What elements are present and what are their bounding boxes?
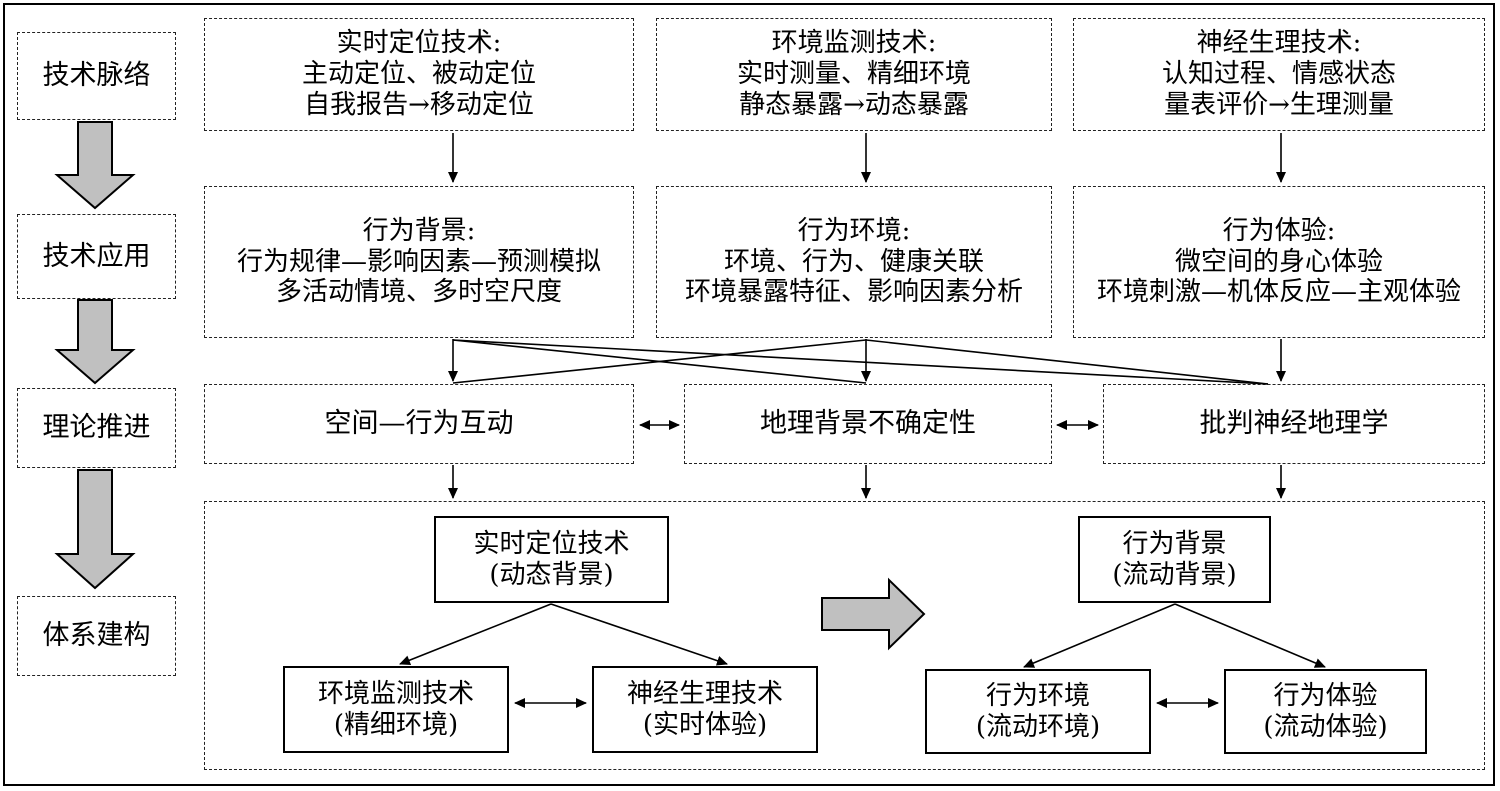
tech-box-positioning: 实时定位技术: 主动定位、被动定位 自我报告→移动定位 [204, 18, 634, 131]
inner-line: 行为背景 [1122, 528, 1227, 559]
tech-line: 量表评价→生理测量 [1164, 89, 1394, 120]
tech-line: 认知过程、情感状态 [1161, 59, 1396, 90]
crossing-line [452, 339, 1269, 385]
step-theory-advance: 理论推进 [17, 388, 176, 468]
application-box-behavior-context: 行为背景: 行为规律—影响因素—预测模拟 多活动情境、多时空尺度 [204, 186, 634, 338]
application-line: 微空间的身心体验 [1174, 246, 1383, 277]
system-left-bottom-right-box: 神经生理技术 (实时体验) [592, 666, 818, 753]
tech-title: 实时定位技术: [336, 28, 502, 59]
application-line: 行为规律—影响因素—预测模拟 [236, 246, 601, 277]
system-left-bottom-left-box: 环境监测技术 (精细环境) [283, 666, 509, 753]
inner-line: (流动体验) [1263, 711, 1388, 742]
theory-label: 地理背景不确定性 [760, 408, 976, 440]
system-left-top-box: 实时定位技术 (动态背景) [434, 516, 669, 603]
arrow-connector [399, 603, 552, 665]
step-label: 技术应用 [42, 240, 151, 272]
tech-line: 自我报告→移动定位 [304, 89, 534, 120]
tech-line: 主动定位、被动定位 [301, 59, 536, 90]
application-title: 行为环境: [797, 215, 911, 246]
arrow-connector [550, 603, 728, 666]
step-label: 技术脉络 [42, 60, 151, 92]
tech-title: 环境监测技术: [771, 28, 937, 59]
application-line: 环境暴露特征、影响因素分析 [684, 277, 1023, 308]
theory-box-geographic-uncertainty: 地理背景不确定性 [684, 384, 1052, 464]
inner-line: 行为环境 [985, 680, 1090, 711]
application-line: 环境、行为、健康关联 [723, 246, 984, 277]
system-construction-panel [204, 501, 1485, 770]
tech-box-neurophysiology: 神经生理技术: 认知过程、情感状态 量表评价→生理测量 [1073, 18, 1485, 131]
system-right-bottom-right-box: 行为体验 (流动体验) [1224, 669, 1427, 754]
application-title: 行为体验: [1222, 215, 1336, 246]
application-line: 环境刺激—机体反应—主观体验 [1096, 277, 1461, 308]
inner-line: (流动背景) [1112, 559, 1237, 590]
inner-line: (精细环境) [333, 709, 459, 740]
tech-box-environment-monitoring: 环境监测技术: 实时测量、精细环境 静态暴露→动态暴露 [656, 18, 1052, 131]
inner-line: 环境监测技术 [317, 678, 474, 709]
tech-line: 实时测量、精细环境 [736, 59, 971, 90]
inner-line: 实时定位技术 [473, 528, 630, 559]
arrow-connector [1023, 603, 1176, 668]
inner-line: (流动环境) [975, 711, 1101, 742]
step-label: 理论推进 [42, 412, 151, 444]
step-label: 体系建构 [42, 620, 151, 652]
inner-line: (动态背景) [489, 559, 614, 590]
inner-line: (实时体验) [642, 709, 768, 740]
step-system-construction: 体系建构 [17, 596, 176, 676]
step-tech-application: 技术应用 [17, 214, 176, 299]
inner-line: 神经生理技术 [626, 678, 783, 709]
down-block-arrow [54, 469, 136, 590]
application-box-behavior-environment: 行为环境: 环境、行为、健康关联 环境暴露特征、影响因素分析 [656, 186, 1052, 338]
application-box-behavior-experience: 行为体验: 微空间的身心体验 环境刺激—机体反应—主观体验 [1073, 186, 1485, 338]
application-line: 多活动情境、多时空尺度 [275, 277, 562, 308]
theory-box-space-behavior: 空间—行为互动 [204, 384, 634, 464]
inner-line: 行为体验 [1273, 680, 1378, 711]
down-block-arrow [54, 299, 136, 385]
theory-label: 空间—行为互动 [324, 408, 514, 440]
step-tech-context: 技术脉络 [17, 32, 176, 120]
system-right-top-box: 行为背景 (流动背景) [1078, 516, 1271, 603]
tech-line: 静态暴露→动态暴露 [739, 89, 969, 120]
right-block-arrow [821, 577, 926, 651]
crossing-line [452, 339, 867, 384]
crossing-line [865, 339, 1269, 385]
application-title: 行为背景: [362, 215, 476, 246]
arrow-connector [1174, 603, 1326, 668]
down-block-arrow [54, 121, 136, 210]
tech-title: 神经生理技术: [1196, 28, 1362, 59]
theory-label: 批判神经地理学 [1199, 408, 1389, 440]
theory-box-critical-neurogeography: 批判神经地理学 [1103, 384, 1485, 464]
system-right-bottom-left-box: 行为环境 (流动环境) [925, 669, 1151, 754]
outer-frame [3, 3, 1495, 786]
